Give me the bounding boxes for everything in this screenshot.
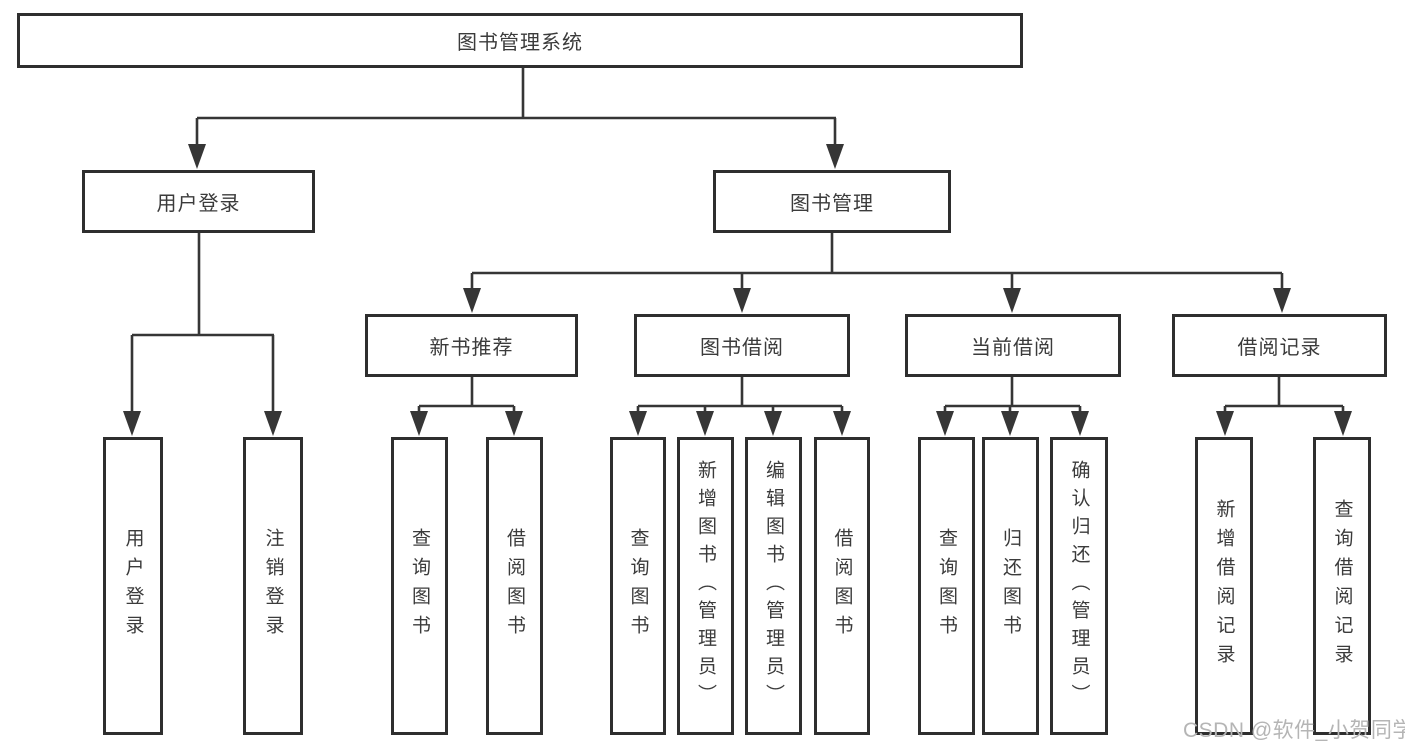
arrowhead <box>1003 288 1021 313</box>
leaf-borrow-books: 借阅图书 <box>814 437 870 735</box>
leaf-query-books-borrow: 查询图书 <box>610 437 666 735</box>
node-new-book-recommendation: 新书推荐 <box>365 314 578 377</box>
arrowhead <box>1334 411 1352 436</box>
leaf-borrow-books-recommend: 借阅图书 <box>486 437 543 735</box>
arrowhead <box>1001 411 1019 436</box>
leaf-add-books-admin: 新增图书（管理员） <box>677 437 734 735</box>
arrowhead <box>833 411 851 436</box>
arrowhead <box>629 411 647 436</box>
arrowhead <box>696 411 714 436</box>
arrowhead <box>1216 411 1234 436</box>
arrowhead <box>264 411 282 436</box>
leaf-user-login: 用户登录 <box>103 437 163 735</box>
leaf-confirm-return-admin: 确认归还（管理员） <box>1050 437 1108 735</box>
leaf-add-borrow-record: 新增借阅记录 <box>1195 437 1253 735</box>
arrowhead <box>505 411 523 436</box>
node-user-login: 用户登录 <box>82 170 315 233</box>
arrowhead <box>188 144 206 169</box>
leaf-query-books-current: 查询图书 <box>918 437 975 735</box>
arrowhead <box>463 288 481 313</box>
arrowhead <box>936 411 954 436</box>
leaf-return-books: 归还图书 <box>982 437 1039 735</box>
node-book-management: 图书管理 <box>713 170 951 233</box>
leaf-query-borrow-record: 查询借阅记录 <box>1313 437 1371 735</box>
leaf-logout: 注销登录 <box>243 437 303 735</box>
arrowhead <box>733 288 751 313</box>
arrowhead <box>764 411 782 436</box>
csdn-watermark: CSDN @软件_小贺同学 <box>1183 719 1405 742</box>
arrowhead <box>826 144 844 169</box>
arrowhead <box>1071 411 1089 436</box>
arrowhead <box>123 411 141 436</box>
node-book-borrowing: 图书借阅 <box>634 314 850 377</box>
node-current-borrowing: 当前借阅 <box>905 314 1121 377</box>
node-borrowing-records: 借阅记录 <box>1172 314 1387 377</box>
leaf-query-books-recommend: 查询图书 <box>391 437 448 735</box>
leaf-edit-books-admin: 编辑图书（管理员） <box>745 437 802 735</box>
node-root-system: 图书管理系统 <box>17 13 1023 68</box>
arrowhead <box>410 411 428 436</box>
arrowhead <box>1273 288 1291 313</box>
